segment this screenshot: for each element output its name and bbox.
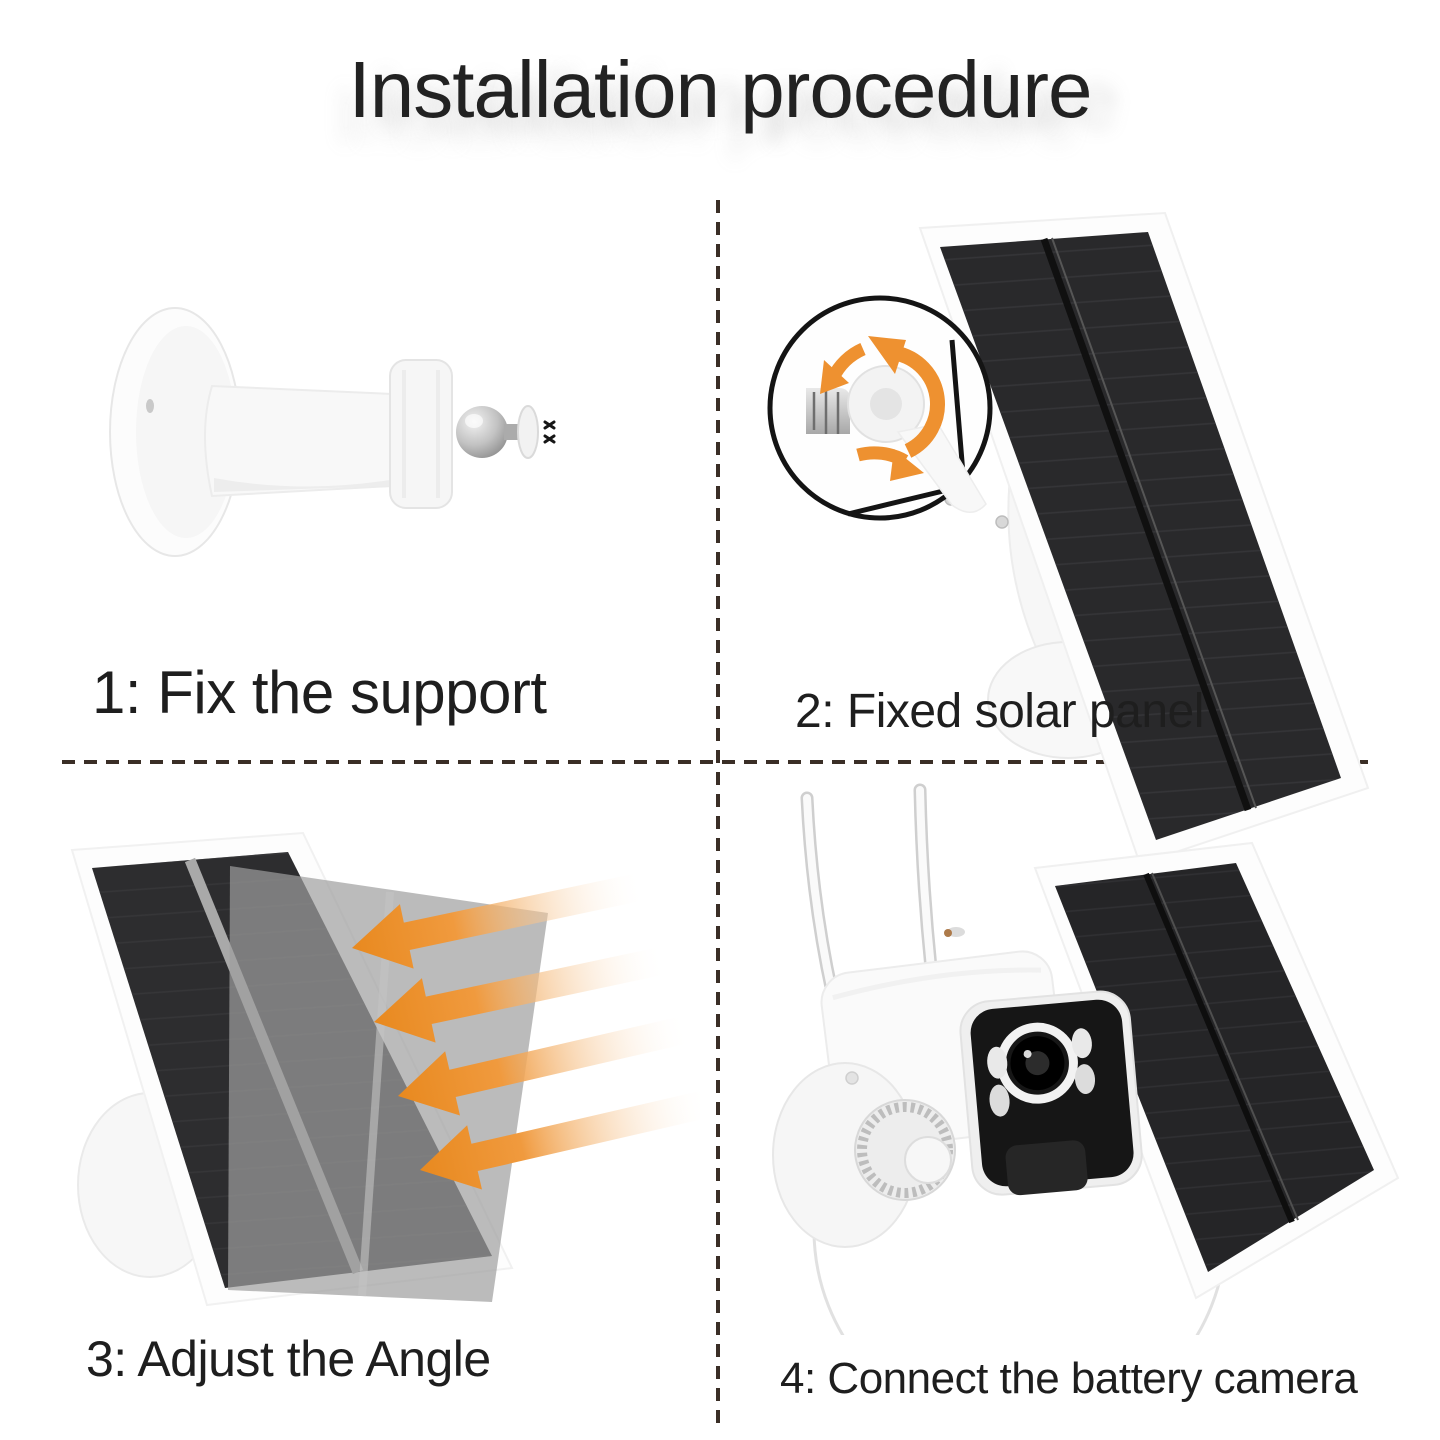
rotate-arrows-icon <box>820 336 945 481</box>
solar-panel-seam <box>1143 872 1295 1224</box>
step-2-label: 2: Fixed solar panel <box>795 685 1204 738</box>
vertical-dashed-divider <box>716 200 720 1424</box>
solar-panel-seam <box>1040 237 1252 812</box>
step-1-label: 1: Fix the support <box>92 659 547 726</box>
ir-led-cluster <box>987 1028 1096 1117</box>
bracket-screw <box>995 515 1009 529</box>
step-4-label: 4: Connect the battery camera <box>780 1354 1358 1403</box>
solar-panel-rotation-inset-illustration <box>767 211 1370 875</box>
solar-panel-angle-adjust-illustration <box>70 831 700 1307</box>
mount-screw-hole <box>146 399 154 413</box>
battery-camera-illustration <box>772 783 1400 1335</box>
wall-mount-bracket-illustration <box>109 307 556 557</box>
pir-sensor-window <box>1005 1140 1088 1196</box>
mount-collar <box>389 359 453 509</box>
mount-body <box>204 384 397 498</box>
camera-face <box>959 990 1143 1196</box>
mount-ball-head <box>456 406 508 458</box>
mount-thumb-screw <box>517 405 539 459</box>
horizontal-dashed-divider <box>62 760 1368 764</box>
ghost-panel-position <box>228 866 548 1302</box>
camera-mic-dot <box>944 929 952 937</box>
page-title: Installation procedure <box>348 45 1093 134</box>
wifi-antenna <box>913 783 938 975</box>
step-3-label: 3: Adjust the Angle <box>86 1331 491 1387</box>
ball-joint-post <box>806 388 850 434</box>
